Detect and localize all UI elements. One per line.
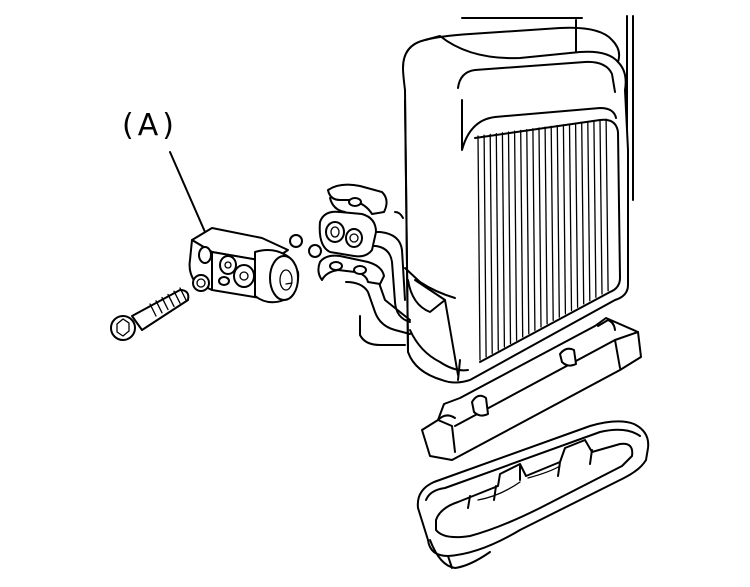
evaporator-fin: [581, 121, 585, 305]
evaporator-fin: [520, 129, 524, 338]
bolt-thread: [173, 290, 181, 304]
evaporator-fin: [587, 120, 591, 302]
evaporator-fin: [599, 119, 603, 295]
evaporator-fin: [532, 128, 536, 331]
evaporator-fin: [507, 131, 512, 345]
evaporator-fin: [605, 118, 609, 292]
expansion-valve: [188, 227, 300, 304]
evaporator-fin: [574, 122, 579, 308]
drain-tray: [416, 420, 650, 569]
mounting-bolt: [110, 287, 190, 341]
bolt-thread: [155, 300, 163, 314]
evaporator-fin: [562, 124, 567, 315]
bolt-thread: [161, 296, 169, 311]
evaporator-core: [402, 15, 634, 384]
evaporator-fin: [568, 123, 573, 312]
bolt-thread: [167, 293, 175, 308]
evaporator-fin: [556, 124, 560, 318]
evaporator-fin: [483, 134, 487, 358]
evaporator-fin: [501, 132, 506, 348]
evaporator-fin: [513, 130, 518, 341]
callout-leader: [169, 151, 206, 233]
evaporator-fin: [550, 125, 554, 322]
evaporator-fin: [593, 120, 597, 298]
evaporator-fin: [526, 128, 530, 335]
drain-bracket: [421, 317, 642, 461]
evaporator-fin: [489, 133, 493, 355]
evaporator-fin: [477, 135, 481, 361]
evaporator-fin: [538, 127, 542, 328]
callout-label-a: (A): [122, 108, 178, 143]
evaporator-fin: [544, 126, 548, 325]
bolt-thread: [149, 303, 157, 317]
bolt-thread: [179, 287, 187, 301]
pipe-flange: [289, 183, 388, 285]
evaporator-fin: [495, 132, 499, 351]
